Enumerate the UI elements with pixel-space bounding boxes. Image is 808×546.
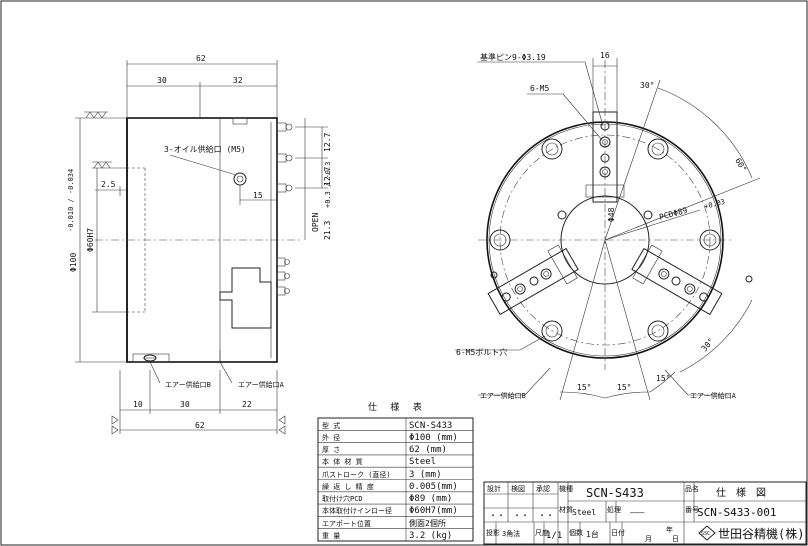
spec-value: 3.2 (kg) (409, 531, 452, 541)
tb-approve-label: 承認 (536, 484, 550, 493)
tb-number: SCN-S433-001 (697, 506, 776, 519)
angle-15-c: 15° (656, 374, 670, 383)
spec-key: 外 径 (322, 433, 340, 442)
front-view (455, 58, 761, 401)
dim-dia60: Φ60H7 (86, 228, 95, 252)
air-port-a-label-left: エアー供給口A (238, 380, 285, 389)
spec-key: 重 量 (322, 532, 340, 540)
tb-qty: 1台 (586, 529, 599, 539)
spec-key: 本 体 材 質 (322, 457, 363, 466)
dim-dia100-tol: -0.010 / -0.034 (67, 169, 75, 232)
spec-value: Φ89 (mm) (409, 494, 452, 504)
spec-value: 側面2個所 (409, 518, 446, 528)
tb-scale: 1/1 (546, 531, 562, 541)
bolt-hole-label: 6-M5ボルト穴 (456, 347, 507, 357)
angle-30-right: 30° (700, 336, 716, 353)
title-block-grid (483, 481, 807, 545)
tb-qty-label: 個数 (569, 528, 583, 537)
spec-key: 型 式 (322, 421, 340, 430)
tb-company: 世田谷精機(株) (718, 526, 804, 541)
angle-60: 60° (733, 157, 748, 174)
dim-pcd-tol: +0.03 (703, 198, 725, 211)
tb-date-label: 日付 (611, 528, 625, 537)
company-logo (698, 525, 716, 541)
spec-table-rows: 型 式 SCN-S433 外 径 Φ100 (mm) 厚 さ 62 (mm) 本… (322, 421, 458, 541)
dim-open: OPEN (311, 213, 320, 232)
tb-no-label: 番号 (685, 506, 699, 514)
spec-value: SCN-S433 (409, 421, 452, 431)
spec-key: 厚 さ (322, 446, 340, 454)
oil-port-pins (276, 122, 293, 296)
dim-32-top: 32 (233, 76, 243, 85)
spec-key: 繰 返 し 精 度 (322, 482, 374, 491)
jaw-top (585, 111, 625, 203)
tb-dots-3: ・・ (538, 511, 554, 520)
spec-table-title: 仕 様 表 (368, 401, 426, 413)
dim-16: 16 (600, 51, 610, 60)
tb-proj-label: 投影 (486, 528, 500, 537)
m5-label: 6-M5 (530, 84, 549, 93)
spec-value: Φ60H7(mm) (409, 506, 458, 516)
tb-check-label: 検図 (511, 484, 525, 493)
dim-15: 15 (253, 191, 263, 200)
dim-dia48: Φ48 (607, 207, 616, 222)
angle-15-a: 15° (577, 383, 591, 392)
dim-12-7-a: 12.7 (323, 133, 332, 152)
dim-10: 10 (133, 400, 143, 409)
spec-table-grid (317, 417, 474, 542)
spec-value: 0.005(mm) (409, 482, 458, 492)
tb-dots-1: ・・ (489, 511, 505, 520)
angle-30-top: 30° (640, 81, 654, 90)
dim-62-bottom: 62 (195, 421, 205, 430)
dim-pcd: PCDΦ89 (658, 206, 688, 222)
tb-logo-text: SSC (701, 531, 710, 537)
jaw-right (487, 244, 579, 316)
tb-kind-label: 機種 (559, 484, 573, 493)
spec-value: 3 (mm) (409, 470, 442, 480)
pin-label: 基準ピン9-Φ3.19 (480, 52, 546, 62)
dim-30-top: 30 (157, 76, 167, 85)
tb-year: 年 (666, 525, 673, 534)
dim-22: 22 (242, 400, 252, 409)
tb-name-label: 品名 (685, 484, 699, 493)
tb-scale-label: 尺度 (535, 528, 549, 537)
jaw-left (631, 244, 723, 316)
dim-open-tol: +0.3 / -0.3 (324, 162, 332, 208)
dim-30-bottom: 30 (180, 400, 190, 409)
air-port-b-label-right: エアー供給口B (480, 391, 526, 400)
side-view (95, 117, 300, 363)
dim-2-5: 2.5 (101, 180, 116, 189)
mounting-holes (489, 138, 721, 342)
tb-month: 月 (645, 535, 652, 543)
tb-material-label: 材質 (559, 505, 573, 514)
tb-design-label: 設計 (487, 484, 501, 493)
oil-port-label: 3-オイル供給口 (M5) (164, 144, 246, 154)
dim-dia100: Φ100 (69, 253, 78, 272)
spec-key: 取付け穴PCD (322, 494, 363, 503)
side-dimensions (75, 60, 328, 435)
spec-key: 爪ストローク (直径) (322, 470, 391, 479)
angle-15-b: 15° (617, 383, 631, 392)
tb-day: 日 (672, 535, 679, 543)
jaw-slot (219, 267, 272, 329)
air-port-a-label-right: エアー供給口A (690, 391, 737, 400)
spec-key: エアポート位置 (322, 519, 371, 528)
tb-treat-label: 処理 (607, 505, 621, 514)
spec-key: 本体取付けインロー径 (322, 506, 392, 515)
tb-name: 仕 様 図 (716, 486, 766, 499)
dim-12-7-b: 12.7 (323, 167, 332, 186)
air-port-b-label-left: エアー供給口B (165, 380, 211, 389)
tb-proj: 3角法 (502, 529, 520, 538)
dim-open-value: 21.3 (323, 221, 332, 240)
spec-value: Steel (409, 457, 436, 467)
spec-value: Φ100 (mm) (409, 433, 458, 443)
tb-dots-2: ・・ (513, 511, 529, 520)
tb-model: SCN-S433 (586, 486, 644, 500)
spec-value: 62 (mm) (409, 445, 447, 455)
dim-62-top: 62 (196, 54, 206, 63)
tb-material: Steel (572, 508, 596, 517)
tb-treat: ——— (630, 508, 645, 517)
